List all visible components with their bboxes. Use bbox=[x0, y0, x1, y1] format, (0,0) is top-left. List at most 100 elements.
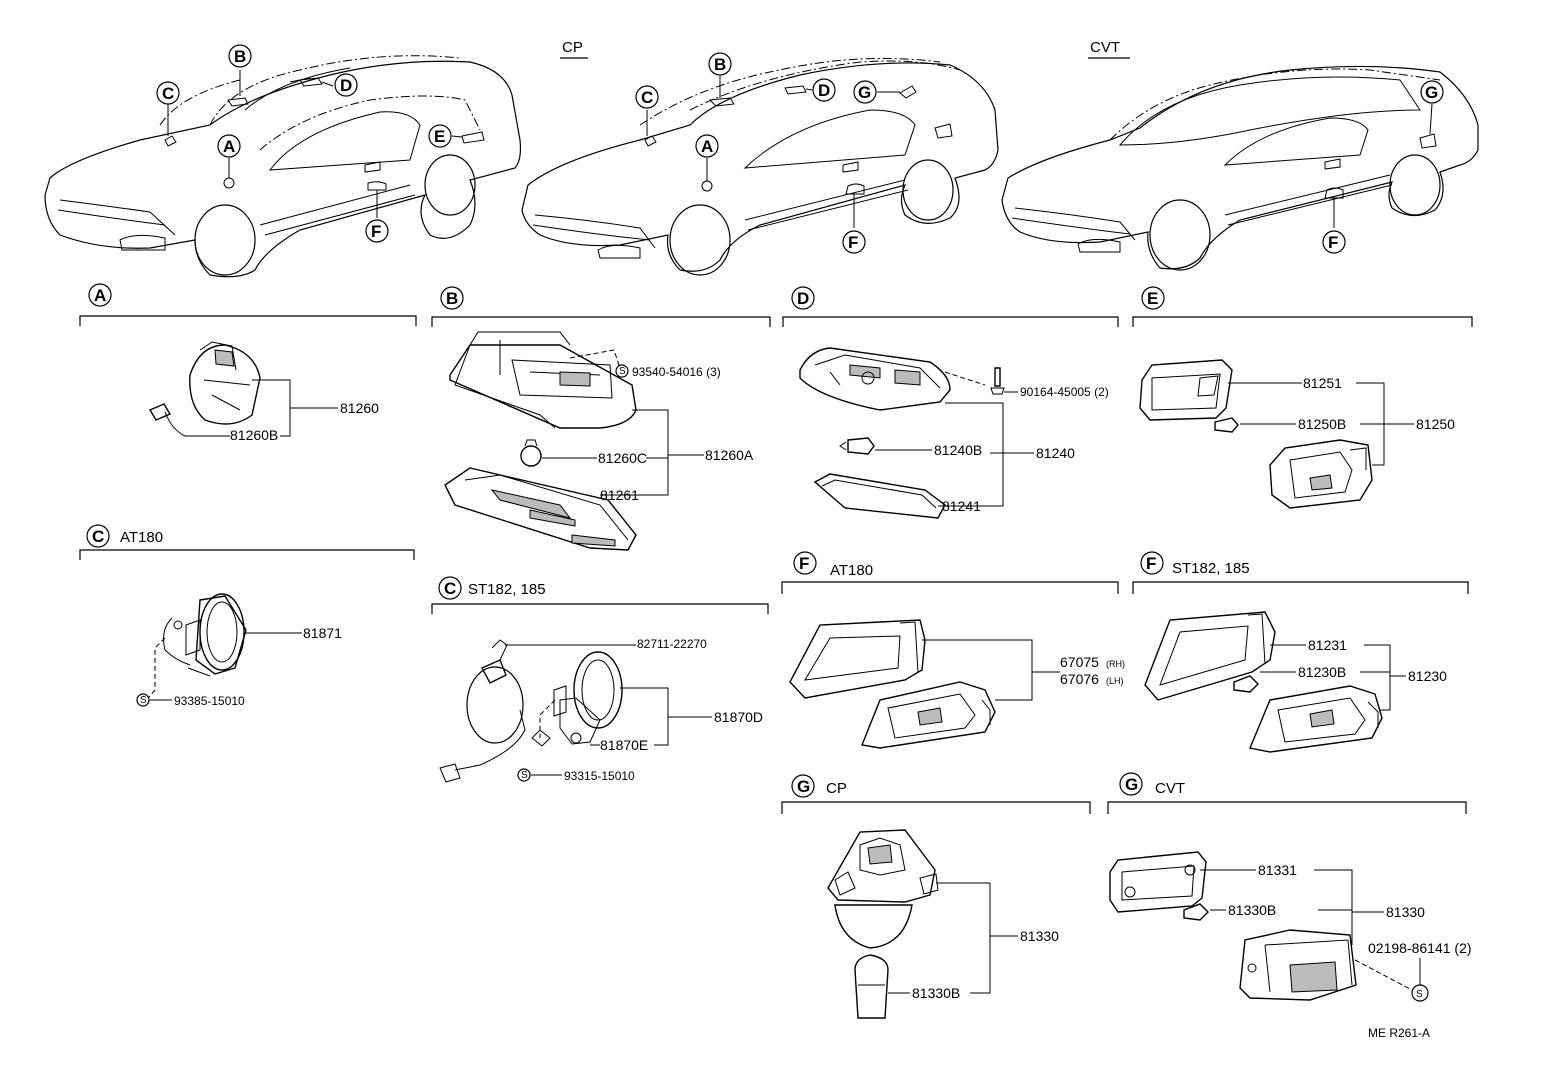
screw-symbol-g2: S bbox=[1416, 989, 1423, 1000]
section-c1-bracket bbox=[79, 549, 415, 560]
dome-lamp-base bbox=[449, 344, 637, 429]
section-c2-subtitle: ST182, 185 bbox=[468, 581, 546, 598]
section-b-letter: B bbox=[446, 289, 458, 308]
lamp-ring-81870d bbox=[573, 651, 623, 729]
section-f1-subtitle: AT180 bbox=[830, 562, 873, 579]
marker-d-car2: D bbox=[818, 81, 830, 100]
marker-c-car1: C bbox=[162, 84, 174, 103]
label-cp: CP bbox=[562, 39, 583, 56]
section-f1-parts: 67075 (RH) 67076 (LH) bbox=[789, 619, 1125, 749]
lens-81331 bbox=[1109, 851, 1207, 913]
section-e-parts: 81251 81250B 81250 bbox=[1139, 359, 1455, 509]
part-81260: 81260 bbox=[340, 400, 379, 416]
part-93315: 93315-15010 bbox=[564, 769, 635, 783]
car-markers: B C D A E F B C D G A F G F bbox=[156, 44, 1444, 254]
part-82711: 82711-22270 bbox=[637, 637, 707, 651]
marker-a-car1: A bbox=[223, 137, 235, 156]
part-81331: 81331 bbox=[1258, 862, 1297, 878]
part-67075-side: (RH) bbox=[1106, 659, 1125, 669]
part-g1-81330: 81330 bbox=[1020, 928, 1059, 944]
section-d-parts: 90164-45005 (2) 81240B 81241 81240 bbox=[799, 347, 1109, 519]
section-f2-subtitle: ST182, 185 bbox=[1172, 560, 1250, 577]
section-g2-parts: 81331 81330B 81330 02198-86141 (2) S bbox=[1109, 851, 1472, 1002]
part-g2-81330: 81330 bbox=[1386, 904, 1425, 920]
bulb-81260b bbox=[148, 403, 172, 421]
part-81240b: 81240B bbox=[934, 442, 982, 458]
marker-e-car1: E bbox=[434, 127, 445, 146]
car-convertible-illustration bbox=[1001, 65, 1479, 271]
section-g1-bracket bbox=[781, 801, 1091, 814]
part-81260b: 81260B bbox=[230, 427, 278, 443]
bulb-81250b bbox=[1214, 417, 1239, 433]
section-d-bracket bbox=[782, 316, 1119, 327]
part-81251: 81251 bbox=[1303, 375, 1342, 391]
section-c1-parts: 81871 S 93385-15010 bbox=[136, 593, 342, 708]
luggage-lamp-81330 bbox=[827, 829, 936, 903]
section-g2-bracket bbox=[1107, 801, 1467, 814]
reference-code: ME R261-A bbox=[1368, 1026, 1430, 1040]
marker-g-car2: G bbox=[858, 83, 871, 102]
car-coupe-illustration bbox=[521, 57, 999, 276]
section-c1-subtitle: AT180 bbox=[120, 529, 163, 546]
section-a-letter: A bbox=[94, 286, 106, 305]
section-g1-letter: G bbox=[797, 777, 810, 796]
screw-symbol-c2: S bbox=[521, 770, 528, 781]
section-f2-bracket bbox=[1132, 581, 1469, 594]
part-90164: 90164-45005 (2) bbox=[1020, 385, 1109, 399]
part-81260c: 81260C bbox=[598, 450, 647, 466]
marker-f-car1: F bbox=[371, 222, 381, 241]
section-e-letter: E bbox=[1147, 289, 1158, 308]
lamp-socket-81260 bbox=[189, 344, 261, 425]
part-g2-81330b: 81330B bbox=[1228, 902, 1276, 918]
section-g1-subtitle: CP bbox=[826, 780, 847, 797]
bulb-81240b bbox=[847, 437, 875, 455]
part-93540: 93540-54016 (3) bbox=[632, 365, 721, 379]
lens-81241 bbox=[813, 473, 946, 519]
section-c2-letter: C bbox=[444, 579, 456, 598]
part-81870d: 81870D bbox=[714, 709, 763, 725]
section-d-letter: D bbox=[797, 289, 809, 308]
marker-b-car1: B bbox=[234, 47, 246, 66]
section-f1-bracket bbox=[781, 581, 1119, 594]
courtesy-lamp-lens-81231 bbox=[1144, 611, 1276, 701]
part-81241: 81241 bbox=[942, 498, 981, 514]
marker-f-car2: F bbox=[848, 233, 858, 252]
section-c2-parts: 82711-22270 81870E 81870D S 93315-15010 bbox=[439, 637, 763, 783]
section-a-parts: 81260 81260B bbox=[148, 341, 379, 443]
socket-82711 bbox=[481, 659, 507, 684]
part-67075: 67075 bbox=[1060, 654, 1099, 670]
part-81250b: 81250B bbox=[1298, 416, 1346, 432]
section-e-bracket bbox=[1132, 316, 1473, 327]
part-81230b: 81230B bbox=[1298, 664, 1346, 680]
section-c2-bracket bbox=[431, 603, 769, 614]
marker-d-car1: D bbox=[340, 76, 352, 95]
section-b-parts: S 93540-54016 (3) 81260C 81261 81260A bbox=[444, 331, 754, 551]
bulb-g2-81330b bbox=[1183, 903, 1209, 921]
part-81260a: 81260A bbox=[705, 447, 754, 463]
bulb-81330b bbox=[854, 954, 889, 1019]
marker-g-car3: G bbox=[1425, 83, 1438, 102]
section-g1-parts: 81330B 81330 bbox=[827, 829, 1059, 1019]
part-81240: 81240 bbox=[1036, 445, 1075, 461]
part-81871: 81871 bbox=[303, 625, 342, 641]
lamp-base-81240 bbox=[799, 347, 951, 411]
courtesy-lamp-lens-67075 bbox=[789, 619, 926, 699]
label-cvt: CVT bbox=[1090, 39, 1120, 56]
section-g2-subtitle: CVT bbox=[1155, 780, 1185, 797]
car-liftback-illustration bbox=[44, 55, 522, 278]
marker-c-car2: C bbox=[641, 88, 653, 107]
screw-90164 bbox=[994, 367, 1001, 387]
part-81261: 81261 bbox=[600, 487, 639, 503]
part-67076-side: (LH) bbox=[1106, 676, 1124, 686]
section-c1-letter: C bbox=[92, 527, 104, 546]
section-f2-parts: 81231 81230B 81230 bbox=[1144, 611, 1447, 753]
section-f2-letter: F bbox=[1146, 554, 1156, 573]
marker-a-car2: A bbox=[701, 137, 713, 156]
part-81231: 81231 bbox=[1308, 637, 1347, 653]
section-b-bracket bbox=[431, 316, 771, 327]
screw-symbol-c1: S bbox=[140, 695, 147, 706]
section-a-bracket bbox=[79, 315, 417, 326]
bulb-81260c bbox=[520, 445, 542, 467]
